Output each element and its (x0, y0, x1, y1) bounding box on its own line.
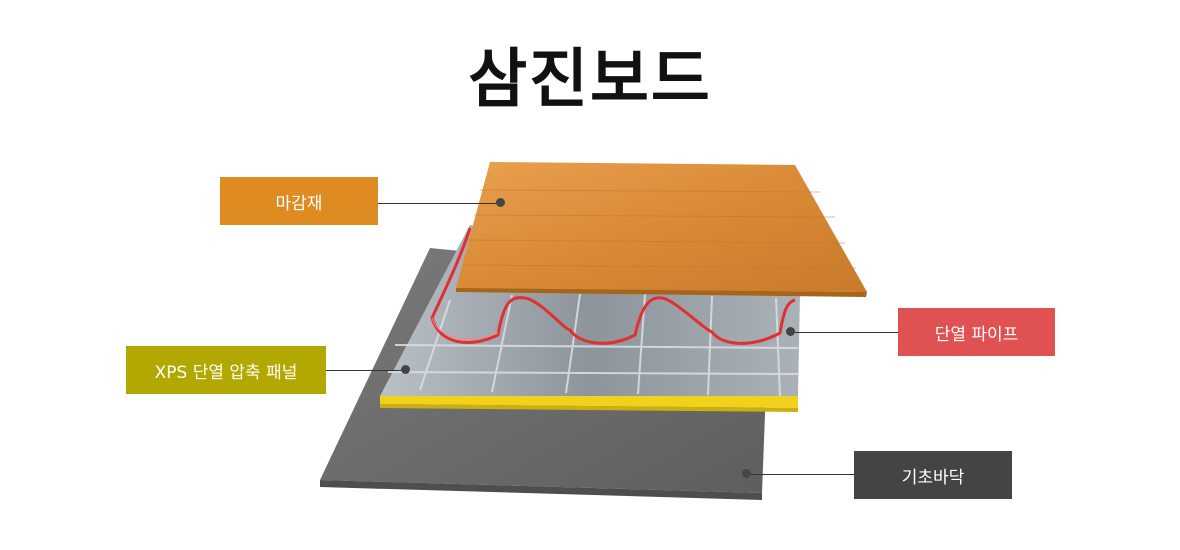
connector-dot-base (742, 469, 751, 478)
label-finish: 마감재 (220, 177, 378, 225)
connector-base (746, 474, 854, 475)
connector-finish (378, 203, 501, 204)
connector-dot-pipe (786, 327, 795, 336)
finish-board (456, 162, 867, 297)
connector-dot-xps (401, 365, 410, 374)
page-title: 삼진보드 (468, 43, 712, 117)
connector-xps (326, 370, 406, 371)
label-base: 기초바닥 (854, 451, 1012, 499)
connector-pipe (790, 332, 898, 333)
connector-dot-finish (496, 198, 505, 207)
label-xps-panel: XPS 단열 압축 패널 (126, 346, 326, 394)
label-pipe: 단열 파이프 (898, 308, 1055, 356)
